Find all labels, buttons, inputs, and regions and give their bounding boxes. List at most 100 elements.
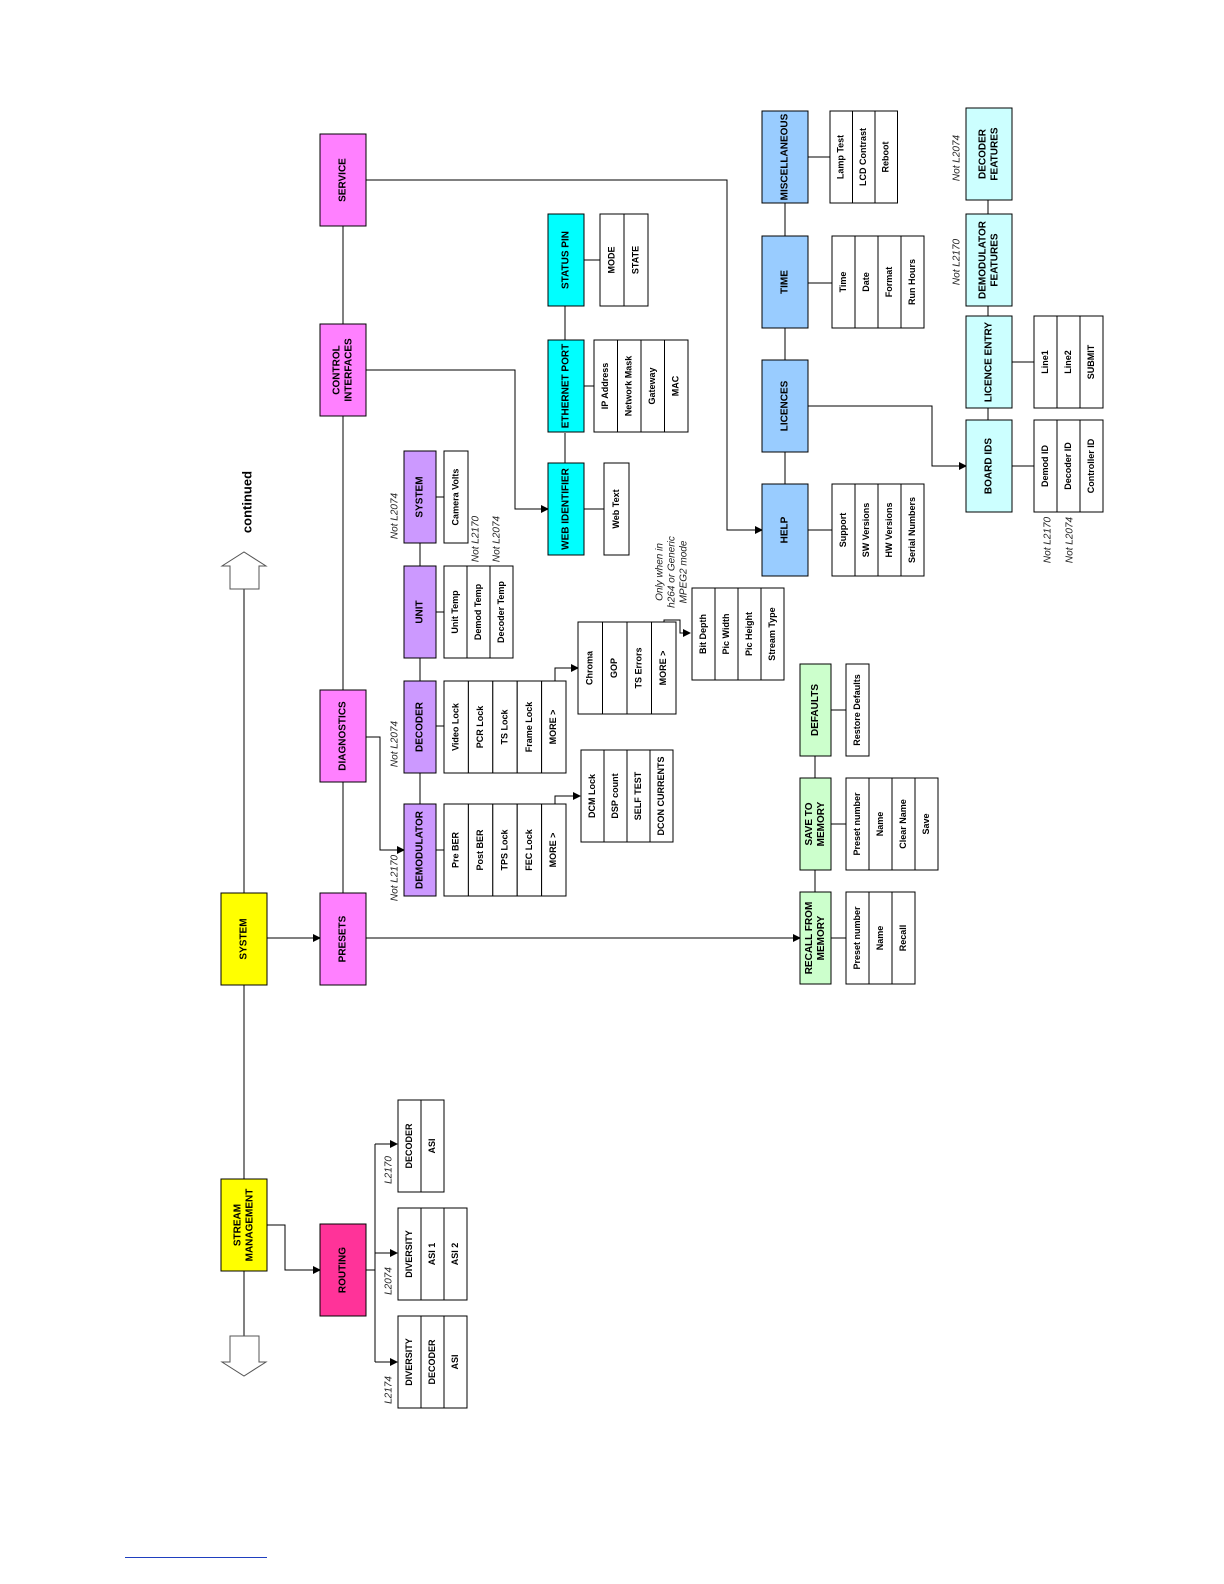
routing-l2170-item: DECODER xyxy=(404,1123,414,1169)
decoder-features-box[interactable] xyxy=(965,107,1013,201)
defaults-cell[interactable] xyxy=(845,663,870,757)
status-pin-box[interactable] xyxy=(547,213,585,307)
routing-box[interactable] xyxy=(319,1223,367,1317)
stream-management-box[interactable] xyxy=(220,1178,268,1272)
routing-l2170-cell[interactable] xyxy=(420,1099,445,1193)
demodulator-cell[interactable] xyxy=(492,803,518,897)
help-cell[interactable] xyxy=(900,483,925,577)
web-identifier-cell[interactable] xyxy=(603,462,630,556)
help-box[interactable] xyxy=(761,483,809,577)
defaults-box[interactable] xyxy=(799,663,832,757)
unit-item: Unit Temp xyxy=(450,590,460,634)
decoder-cell[interactable] xyxy=(443,680,469,774)
demodulator-features-box[interactable] xyxy=(965,213,1013,307)
decoder-cell[interactable] xyxy=(467,680,494,774)
decoder-more2-cell[interactable] xyxy=(760,587,785,681)
diagnostics-box[interactable] xyxy=(319,689,367,783)
unit-box[interactable] xyxy=(403,565,437,659)
miscellaneous-box[interactable] xyxy=(761,110,809,204)
save-cell[interactable] xyxy=(914,777,939,871)
licences-label: LICENCES xyxy=(780,380,791,431)
note-not-l2170-demod: Not L2170 xyxy=(390,854,401,901)
recall-item: Name xyxy=(875,926,885,951)
help-label: HELP xyxy=(780,516,791,543)
miscellaneous-label: MISCELLANEOUS xyxy=(780,113,791,200)
decoder-cell[interactable] xyxy=(541,680,567,774)
demodulator-item: Pre BER xyxy=(451,831,461,868)
demodulator-cell[interactable] xyxy=(467,803,494,897)
note-not-l2074-system: Not L2074 xyxy=(390,492,401,539)
ethernet-port-cell[interactable] xyxy=(664,339,689,433)
time-item: Date xyxy=(861,272,871,292)
service-box[interactable] xyxy=(319,133,367,227)
recall-from-memory-box[interactable] xyxy=(799,891,832,985)
decoder-label: DECODER xyxy=(415,701,426,752)
routing-l2074-item: ASI 2 xyxy=(450,1243,460,1266)
demodulator-more-item: SELF TEST xyxy=(633,771,643,820)
control-interfaces-box[interactable] xyxy=(319,323,367,417)
save-to-memory-label-2: MEMORY xyxy=(816,801,827,846)
save-item: Name xyxy=(875,812,885,837)
recall-cell[interactable] xyxy=(891,891,916,985)
note-not-l2170-board: Not L2170 xyxy=(1043,516,1054,563)
status-pin-cell[interactable] xyxy=(599,213,625,307)
miscellaneous-item: Reboot xyxy=(881,142,891,173)
miscellaneous-item: LCD Contrast xyxy=(858,128,868,186)
decoder-more-cell[interactable] xyxy=(577,621,603,715)
status-pin-cell[interactable] xyxy=(623,213,649,307)
demodulator-cell[interactable] xyxy=(541,803,567,897)
demodulator-cell[interactable] xyxy=(516,803,543,897)
web-identifier-box[interactable] xyxy=(547,462,585,556)
licences-box[interactable] xyxy=(761,359,809,453)
diag-system-cell[interactable] xyxy=(443,450,469,544)
time-cell[interactable] xyxy=(900,235,925,329)
recall-from-memory-label-2: MEMORY xyxy=(816,915,827,960)
demodulator-cell[interactable] xyxy=(443,803,469,897)
decoder-box[interactable] xyxy=(403,680,437,774)
presets-box[interactable] xyxy=(319,892,367,986)
diag-system-item: Camera Volts xyxy=(450,469,460,526)
help-item: HW Versions xyxy=(884,502,894,557)
unit-cell[interactable] xyxy=(489,565,514,659)
miscellaneous-cell[interactable] xyxy=(874,110,898,204)
decoder-more-cell[interactable] xyxy=(651,621,677,715)
licence-entry-box[interactable] xyxy=(965,315,1013,409)
decoder-more-item: GOP xyxy=(609,658,619,678)
decoder-more-cell[interactable] xyxy=(626,621,652,715)
routing-l2174-cell[interactable] xyxy=(443,1315,468,1409)
demodulator-item: MORE > xyxy=(548,833,558,868)
decoder-features-label-1: DECODER xyxy=(978,128,989,179)
demodulator-box[interactable] xyxy=(403,803,437,897)
decoder-item: PCR Lock xyxy=(475,705,485,749)
ethernet-port-item: Network Mask xyxy=(624,355,634,417)
routing-l2170-item: ASI xyxy=(427,1138,437,1153)
decoder-more2-item: Pic Height xyxy=(744,612,754,656)
board-ids-cell[interactable] xyxy=(1079,419,1104,513)
diagnostics-to-demodulator xyxy=(366,736,405,854)
continued-arrow-icon xyxy=(220,551,268,590)
presets-label: PRESETS xyxy=(338,915,349,962)
demodulator-item: Post BER xyxy=(475,829,485,871)
note-not-l2074-decoder: Not L2074 xyxy=(390,720,401,767)
demodulator-features-label-2: FEATURES xyxy=(990,233,1001,286)
licence-entry-cell[interactable] xyxy=(1079,315,1104,409)
demodulator-more-cell[interactable] xyxy=(649,749,674,843)
decoder-more2-item: Pic Width xyxy=(721,614,731,655)
routing-l2174-item: DECODER xyxy=(427,1339,437,1385)
licence-entry-item: Line2 xyxy=(1063,350,1073,374)
routing-l2074-cell[interactable] xyxy=(443,1207,468,1301)
board-ids-box[interactable] xyxy=(965,419,1013,513)
system-box[interactable] xyxy=(220,892,268,986)
save-to-memory-box[interactable] xyxy=(799,777,832,871)
time-box[interactable] xyxy=(761,235,809,329)
service-label: SERVICE xyxy=(338,158,349,202)
ethernet-port-box[interactable] xyxy=(547,339,585,433)
diag-system-box[interactable] xyxy=(403,450,437,544)
decoder-item: MORE > xyxy=(548,710,558,745)
stream-management-label-1: STREAM xyxy=(233,1204,244,1246)
recall-item: Preset number xyxy=(852,906,862,970)
save-to-memory-label-1: SAVE TO xyxy=(804,802,815,845)
decoder-cell[interactable] xyxy=(516,680,543,774)
